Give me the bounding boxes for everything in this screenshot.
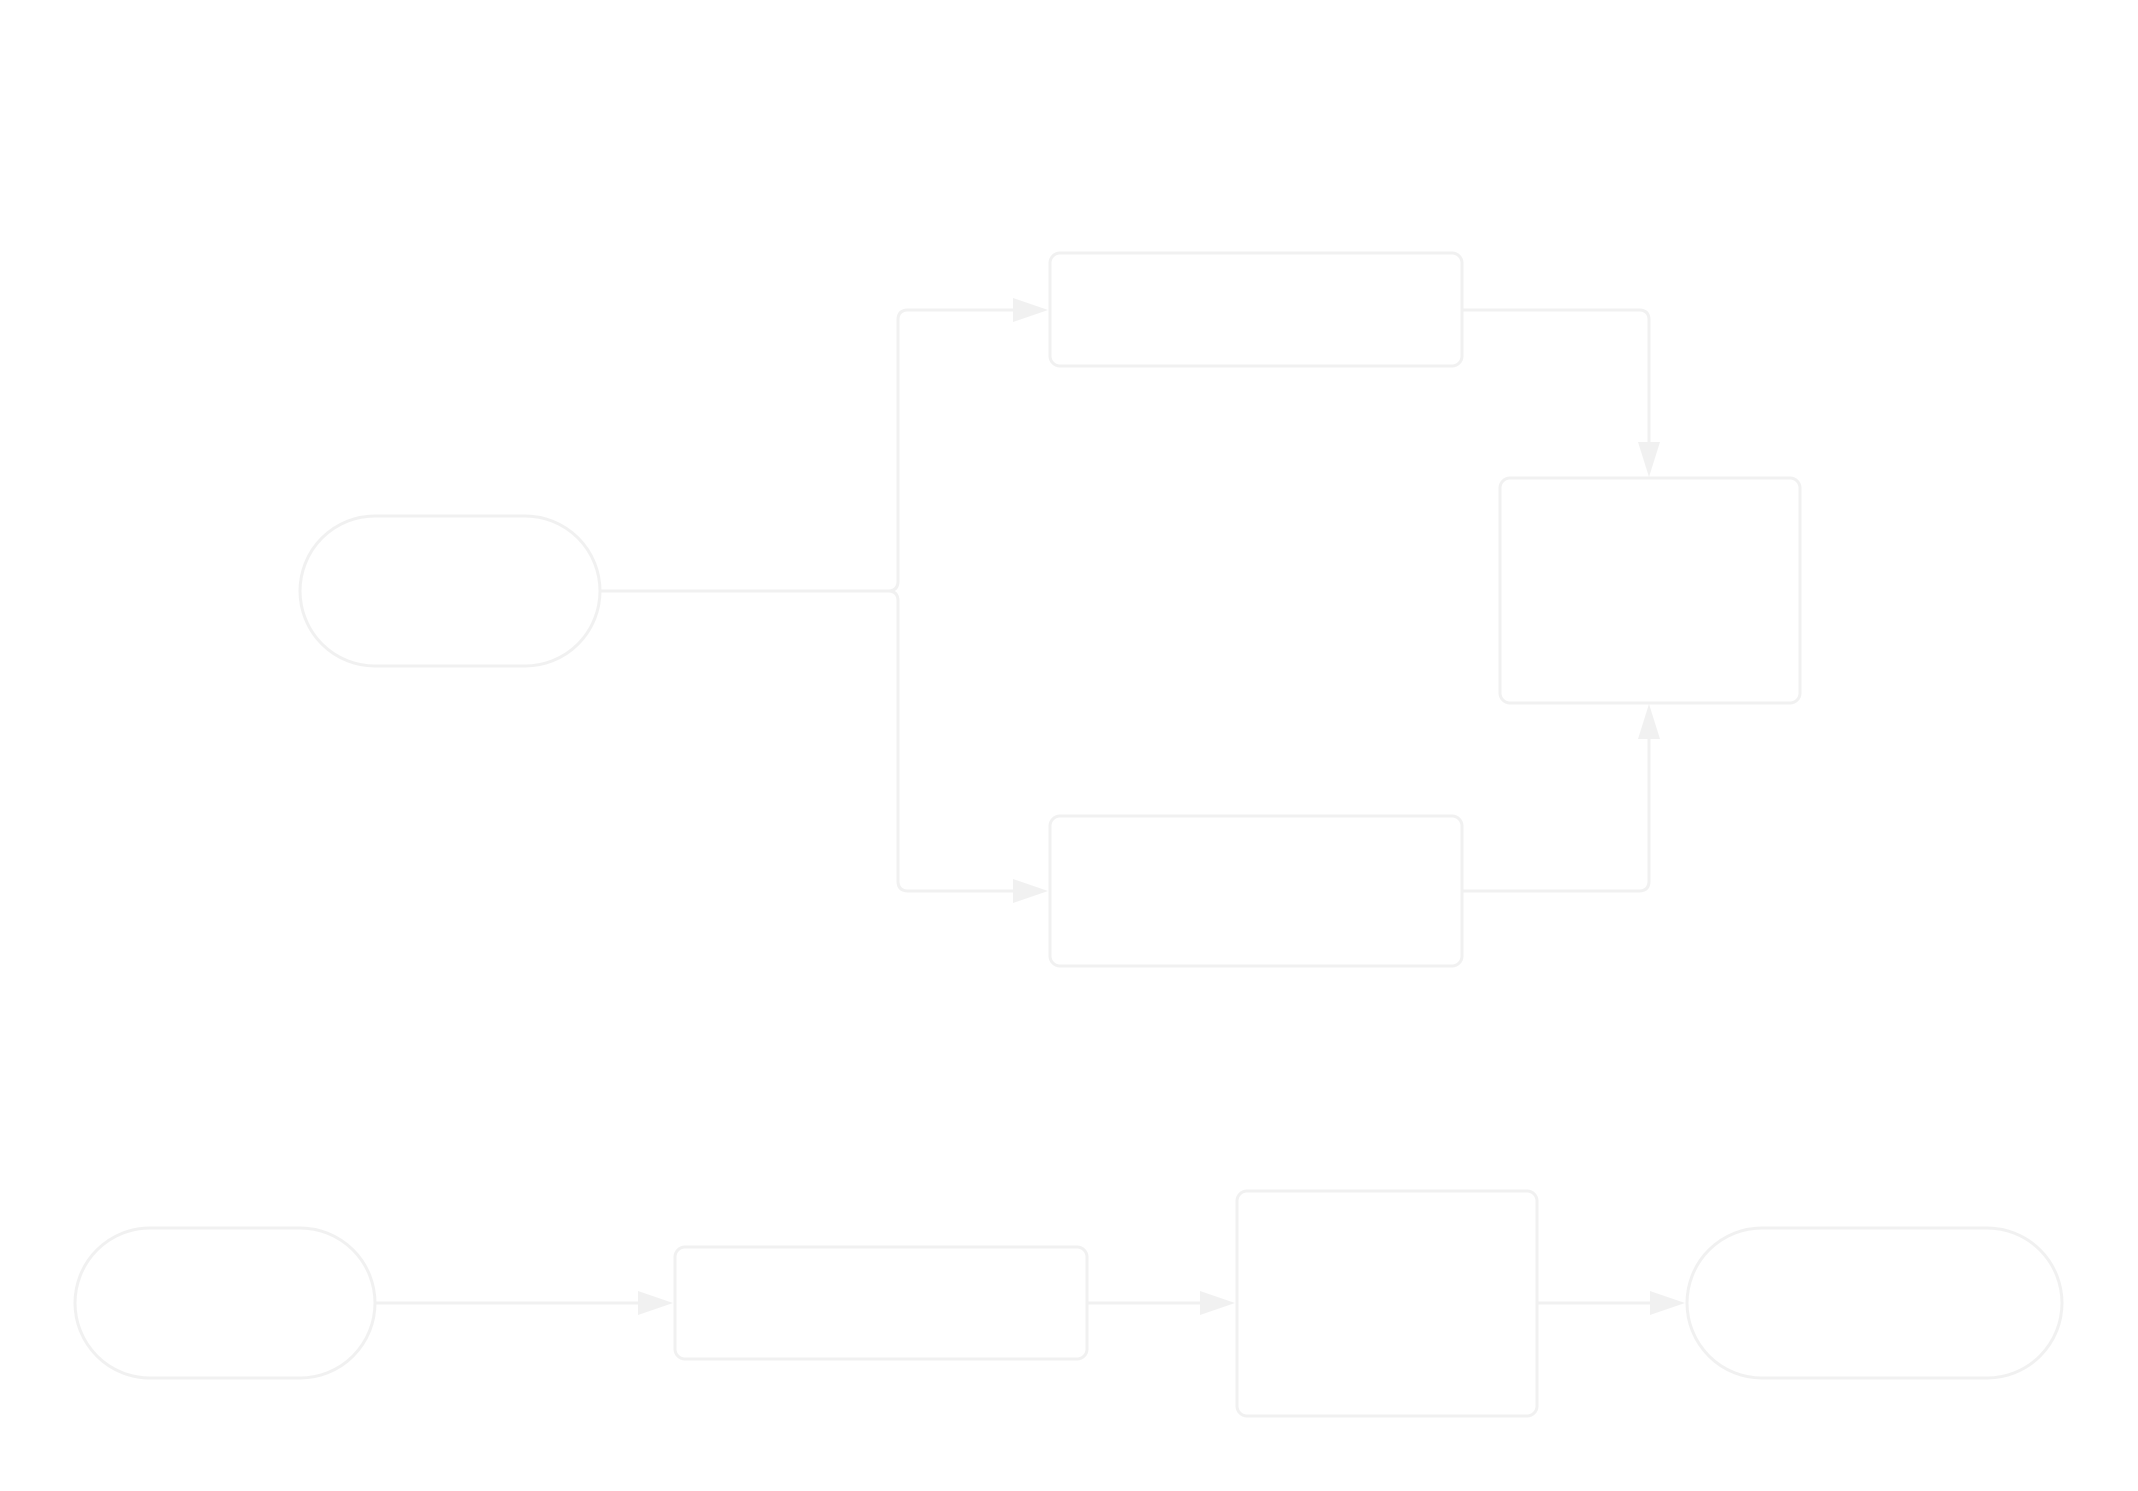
edge-start-a-to-task-a1 — [598, 298, 1048, 593]
edge-start-b-to-task-b1 — [373, 1291, 673, 1315]
node-end-b[interactable] — [1685, 1226, 2064, 1380]
edge-task-b2-to-end-b — [1535, 1291, 1685, 1315]
node-task-b1[interactable] — [673, 1245, 1089, 1361]
node-task-a1[interactable] — [1048, 251, 1464, 368]
edge-task-a1-to-merge-a — [1460, 308, 1660, 477]
node-task-a2[interactable] — [1048, 814, 1464, 968]
edge-task-b1-to-task-b2 — [1085, 1291, 1235, 1315]
node-merge-a[interactable] — [1498, 476, 1802, 705]
edge-start-a-to-task-a2 — [886, 589, 1048, 903]
node-start-a[interactable] — [298, 514, 602, 668]
edge-task-a2-to-merge-a — [1460, 704, 1660, 893]
node-task-b2[interactable] — [1235, 1189, 1539, 1418]
node-start-b[interactable] — [73, 1226, 377, 1380]
